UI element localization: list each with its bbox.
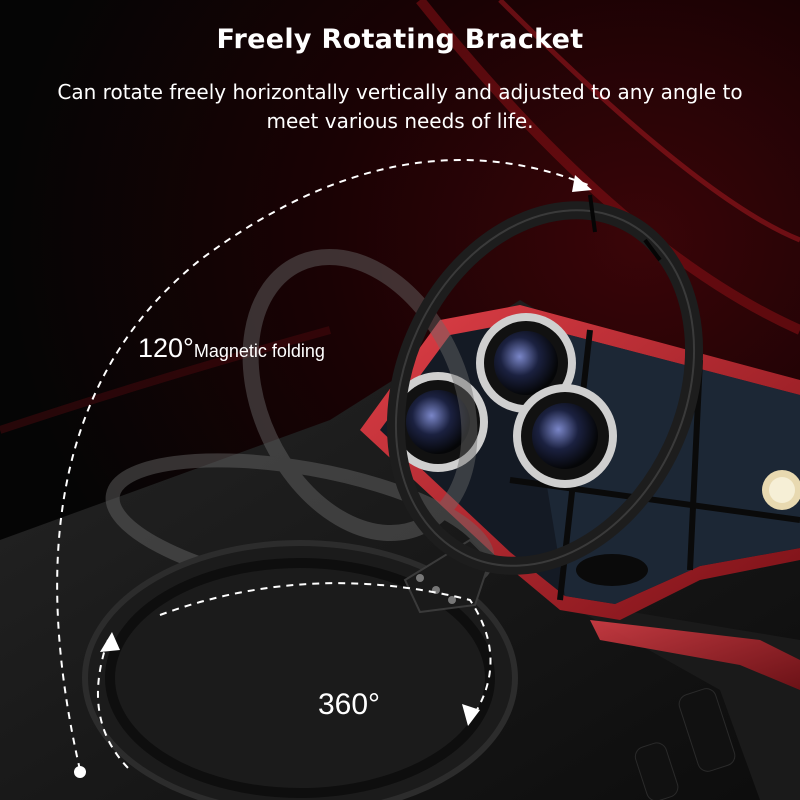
heading-title: Freely Rotating Bracket [216, 24, 584, 55]
rotate-angle-value: 360° [318, 688, 381, 721]
arrow-head-icon [462, 704, 480, 726]
fold-angle-arc [56, 159, 592, 778]
heading-description: Can rotate freely horizontally verticall… [57, 80, 743, 133]
camera-lens [388, 372, 488, 472]
camera-lens [513, 384, 617, 488]
fold-angle-label: Magnetic folding [193, 341, 325, 361]
flash [762, 470, 800, 510]
fold-angle-value: 120° [138, 333, 194, 363]
magnetic-ring-base [82, 540, 518, 800]
rotation-arc [97, 582, 492, 771]
arrow-head-icon [572, 175, 592, 192]
fold-angle-callout: 120°Magnetic folding [138, 333, 325, 364]
arrow-head-icon [100, 632, 120, 652]
arc-start-dot-icon [74, 766, 86, 778]
sensor [576, 554, 648, 586]
upright-ring [386, 194, 704, 575]
